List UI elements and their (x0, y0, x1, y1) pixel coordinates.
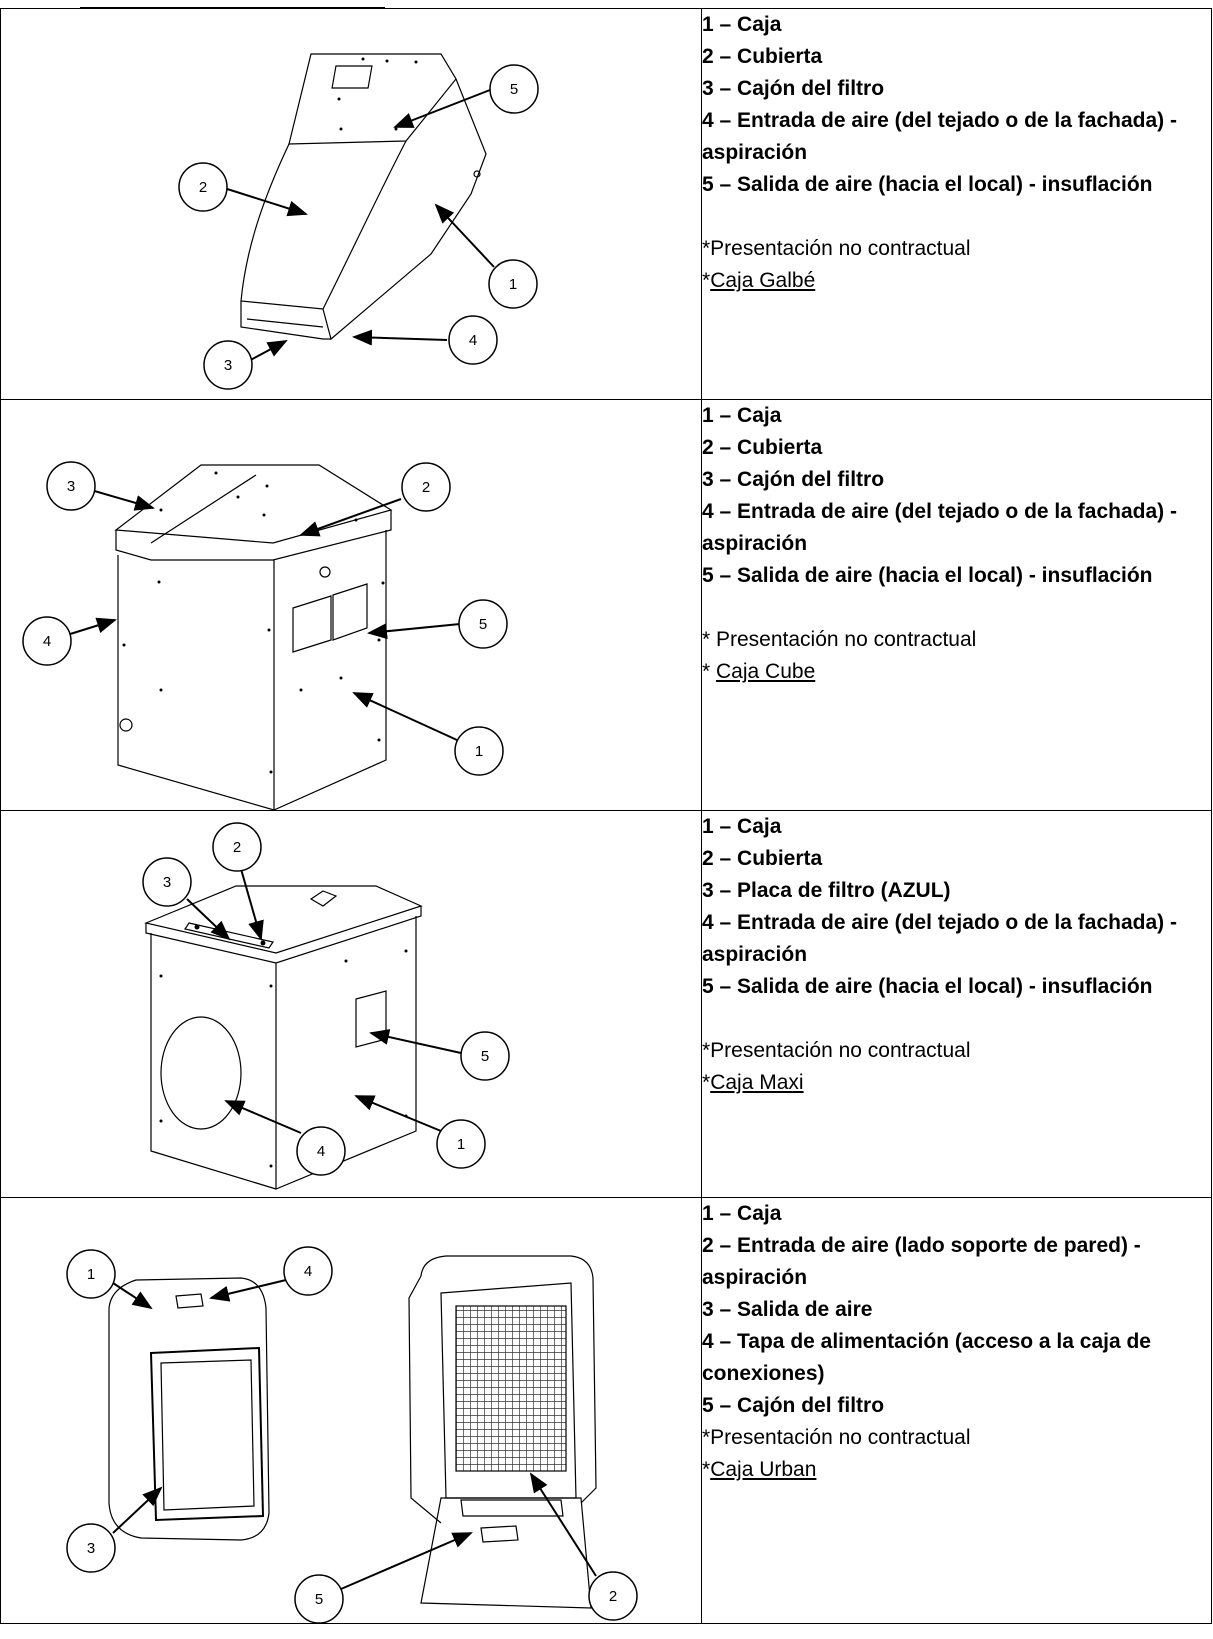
callout-3 (66, 1523, 116, 1573)
callout-1-label: 1 (457, 1136, 465, 1153)
callout-3-label: 3 (67, 478, 75, 495)
urban-diagram: 1 4 3 5 2 (66, 1246, 638, 1623)
callout-4-label: 4 (469, 332, 477, 349)
callout-2-label: 2 (422, 479, 430, 496)
legend-item: 3 – Cajón del filtro (702, 468, 885, 491)
callout-2-label: 2 (233, 839, 241, 856)
disclaimer-note: * Presentación no contractual (702, 628, 977, 651)
legend-item: 3 – Salida de aire (702, 1298, 873, 1321)
callout-3 (46, 461, 96, 511)
legend-item: 5 – Salida de aire (hacia el local) - in… (702, 975, 1153, 998)
callout-4-label: 4 (43, 633, 51, 650)
model-prefix: * (702, 1071, 711, 1094)
callout-5 (460, 1031, 510, 1081)
callout-1 (454, 726, 504, 776)
legend-item: 5 – Salida de aire (hacia el local) - in… (702, 564, 1153, 587)
legend-item: 4 – Entrada de aire (del tejado o de la … (702, 109, 1177, 164)
table-row: 3 2 4 5 1 1 – Caja 2 – Cubierta 3 – Cajó… (0, 399, 1212, 811)
callout-3-label: 3 (224, 357, 232, 374)
maxi-legend: 1 – Caja 2 – Cubierta 3 – Placa de filtr… (702, 811, 1211, 1099)
table-row: 3 2 5 1 4 1 – Caja 2 – Cubierta 3 – Plac… (0, 810, 1212, 1198)
legend-item: 3 – Cajón del filtro (702, 77, 885, 100)
callout-2 (178, 162, 228, 212)
model-name: * Caja Cube (702, 656, 1211, 688)
maxi-legend-cell: 1 – Caja 2 – Cubierta 3 – Placa de filtr… (701, 810, 1212, 1198)
callout-4 (283, 1246, 333, 1296)
callout-1 (488, 259, 538, 309)
legend-item: 4 – Entrada de aire (del tejado o de la … (702, 911, 1177, 966)
galbe-diagram: 5 2 1 4 3 (178, 53, 539, 390)
model-name: *Caja Urban (702, 1454, 1211, 1486)
parts-table: 5 2 1 4 3 1 – Caja 2 – Cubierta 3 – Cajó… (0, 8, 1212, 1624)
legend-item: 1 – Caja (702, 815, 782, 838)
cube-legend: 1 – Caja 2 – Cubierta 3 – Cajón del filt… (702, 400, 1211, 688)
callout-4-label: 4 (304, 1263, 312, 1280)
urban-legend: 1 – Caja 2 – Entrada de aire (lado sopor… (702, 1198, 1211, 1486)
legend-item: 5 – Salida de aire (hacia el local) - in… (702, 173, 1153, 196)
model-prefix: * (702, 660, 717, 683)
header-rule (80, 0, 385, 8)
cube-legend-cell: 1 – Caja 2 – Cubierta 3 – Cajón del filt… (701, 399, 1212, 811)
callout-2-label: 2 (609, 1588, 617, 1605)
callout-3 (203, 340, 253, 390)
model-name: *Caja Galbé (702, 265, 1211, 297)
maxi-diagram: 3 2 5 1 4 (142, 822, 510, 1190)
legend-item: 1 – Caja (702, 1202, 782, 1225)
callout-3-label: 3 (163, 874, 171, 891)
callout-5-label: 5 (315, 1591, 323, 1608)
callout-5 (458, 599, 508, 649)
legend-item: 2 – Entrada de aire (lado soporte de par… (702, 1234, 1141, 1289)
callout-3-label: 3 (87, 1540, 95, 1557)
table-row: 5 2 1 4 3 1 – Caja 2 – Cubierta 3 – Cajó… (0, 8, 1212, 400)
model-link: Caja Urban (710, 1458, 817, 1481)
callout-1-label: 1 (509, 276, 517, 293)
legend-item: 2 – Cubierta (702, 847, 823, 870)
model-link: Caja Maxi (710, 1071, 804, 1094)
callout-5 (489, 64, 539, 114)
callout-1 (66, 1249, 116, 1299)
callout-5-label: 5 (510, 81, 518, 98)
cube-diagram: 3 2 4 5 1 (22, 461, 508, 810)
disclaimer-note: *Presentación no contractual (702, 1426, 971, 1449)
callout-5-label: 5 (479, 616, 487, 633)
callout-2-label: 2 (199, 179, 207, 196)
callout-4 (296, 1126, 346, 1176)
galbe-illustration-cell: 5 2 1 4 3 (0, 8, 702, 400)
maxi-illustration-cell: 3 2 5 1 4 (0, 810, 702, 1198)
callout-3 (142, 857, 192, 907)
callout-4 (448, 315, 498, 365)
model-prefix: * (702, 1458, 711, 1481)
urban-illustration-cell: 1 4 3 5 2 (0, 1197, 702, 1624)
legend-item: 4 – Entrada de aire (del tejado o de la … (702, 500, 1177, 555)
callout-5-label: 5 (481, 1048, 489, 1065)
legend-item: 1 – Caja (702, 404, 782, 427)
callout-4 (22, 616, 72, 666)
legend-item: 1 – Caja (702, 13, 782, 36)
legend-item: 3 – Placa de filtro (AZUL) (702, 879, 951, 902)
model-link: Caja Galbé (710, 269, 816, 292)
urban-legend-cell: 1 – Caja 2 – Entrada de aire (lado sopor… (701, 1197, 1212, 1624)
callout-2 (588, 1571, 638, 1621)
callout-2 (401, 462, 451, 512)
disclaimer-note: *Presentación no contractual (702, 237, 971, 260)
callout-2 (212, 822, 262, 872)
model-name: *Caja Maxi (702, 1067, 1211, 1099)
callout-4-label: 4 (317, 1143, 325, 1160)
galbe-legend-cell: 1 – Caja 2 – Cubierta 3 – Cajón del filt… (701, 8, 1212, 400)
legend-item: 2 – Cubierta (702, 45, 823, 68)
model-prefix: * (702, 269, 711, 292)
legend-item: 5 – Cajón del filtro (702, 1394, 885, 1417)
legend-item: 4 – Tapa de alimentación (acceso a la ca… (702, 1330, 1151, 1385)
disclaimer-note: *Presentación no contractual (702, 1039, 971, 1062)
cube-illustration-cell: 3 2 4 5 1 (0, 399, 702, 811)
callout-1 (436, 1119, 486, 1169)
table-row: 1 4 3 5 2 1 – Caja 2 – Entrada de aire (… (0, 1197, 1212, 1624)
model-link: Caja Cube (716, 660, 816, 683)
callout-5 (294, 1574, 344, 1623)
legend-item: 2 – Cubierta (702, 436, 823, 459)
callout-1-label: 1 (475, 743, 483, 760)
callout-1-label: 1 (87, 1266, 95, 1283)
galbe-legend: 1 – Caja 2 – Cubierta 3 – Cajón del filt… (702, 9, 1211, 297)
